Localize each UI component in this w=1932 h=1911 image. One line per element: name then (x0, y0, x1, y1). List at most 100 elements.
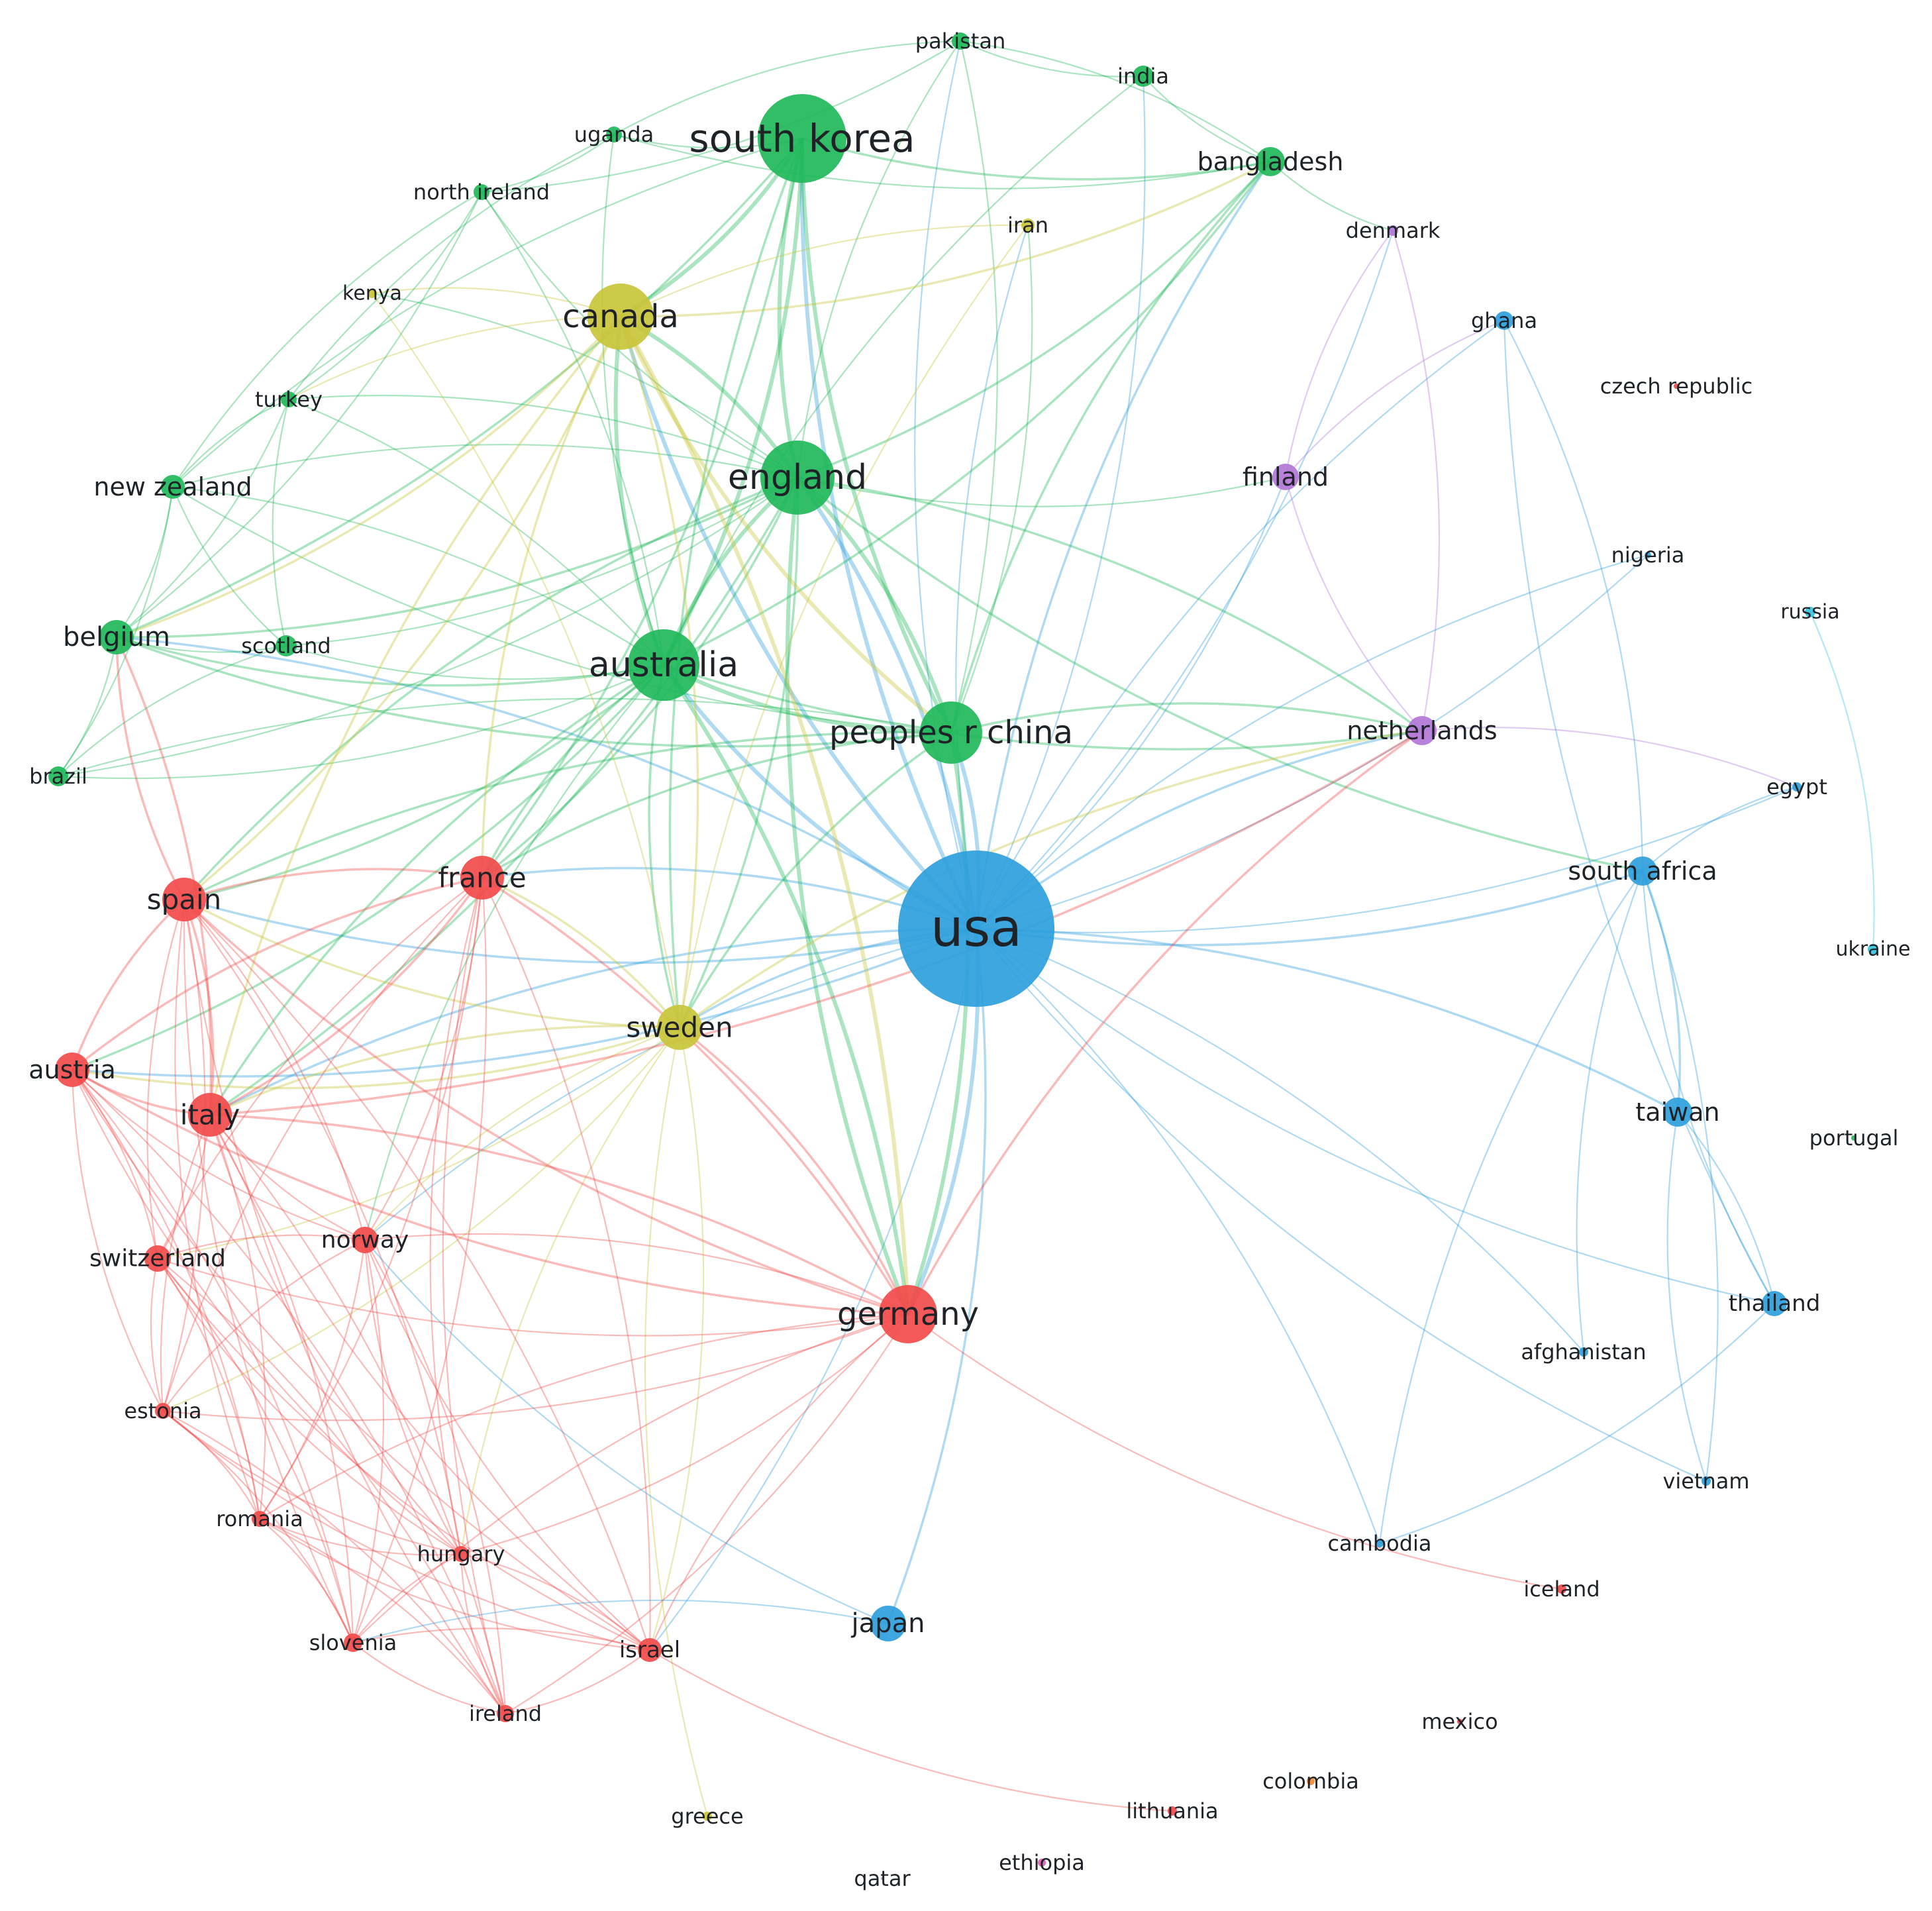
node-slovenia[interactable] (344, 1633, 362, 1652)
node-canada[interactable] (587, 284, 654, 350)
edge-norway-hungary (364, 1239, 462, 1555)
node-germany[interactable] (879, 1285, 937, 1343)
node-new-zealand[interactable] (161, 475, 185, 499)
node-taiwan[interactable] (1663, 1098, 1692, 1127)
node-russia[interactable] (1805, 607, 1815, 617)
node-belgium[interactable] (99, 620, 134, 654)
node-portugal[interactable] (1851, 1135, 1856, 1141)
node-egypt[interactable] (1792, 782, 1802, 792)
label-russia: russia (1780, 601, 1839, 624)
node-czech-republic[interactable] (1674, 384, 1679, 389)
edge-austria-israel (72, 1069, 650, 1651)
edge-france-spain (183, 868, 483, 901)
node-switzerland[interactable] (144, 1245, 171, 1272)
edge-estonia-ireland (162, 1410, 506, 1714)
node-england[interactable] (760, 440, 835, 515)
node-finland[interactable] (1272, 464, 1299, 490)
node-uganda[interactable] (606, 127, 622, 142)
edge-italy-norway (209, 1114, 366, 1241)
node-nigeria[interactable] (1645, 552, 1651, 558)
edge-germany-slovenia (352, 1313, 909, 1643)
node-netherlands[interactable] (1407, 716, 1437, 745)
node-norway[interactable] (352, 1227, 378, 1253)
label-greece: greece (671, 1804, 743, 1829)
node-scotland[interactable] (276, 635, 297, 656)
node-romania[interactable] (252, 1511, 268, 1527)
label-nigeria: nigeria (1611, 542, 1685, 568)
node-australia[interactable] (628, 629, 699, 701)
node-ireland[interactable] (497, 1705, 514, 1722)
edge-italy-hungary (209, 1114, 462, 1555)
node-italy[interactable] (188, 1093, 232, 1137)
node-mexico[interactable] (1457, 1719, 1462, 1724)
node-austria[interactable] (55, 1053, 89, 1087)
node-thailand[interactable] (1762, 1291, 1787, 1316)
edge-sweden-hungary (460, 1027, 680, 1555)
edge-nigeria-usa (976, 554, 1649, 929)
node-ghana[interactable] (1495, 311, 1513, 330)
edge-netherlands-denmark (1392, 230, 1441, 731)
node-afghanistan[interactable] (1579, 1347, 1588, 1357)
edge-canada-turkey (288, 315, 621, 400)
edge-england-peoples_r_china (795, 476, 953, 733)
label-belgium: belgium (63, 622, 170, 652)
node-israel[interactable] (638, 1638, 662, 1662)
edge-austria-norway (72, 1069, 366, 1241)
edge-peoples_r_china-bangladesh (950, 160, 1272, 733)
edge-england-turkey (288, 394, 798, 479)
edge-south_korea-australia (662, 138, 804, 666)
node-spain[interactable] (162, 878, 206, 921)
node-japan[interactable] (870, 1606, 906, 1641)
node-bangladesh[interactable] (1256, 147, 1285, 176)
edge-france-switzerland (157, 877, 483, 1259)
edge-usa-belgium (116, 636, 977, 930)
edge-usa-vietnam (976, 928, 1707, 1482)
label-switzerland: switzerland (89, 1245, 226, 1272)
node-brazil[interactable] (48, 766, 68, 786)
edge-france-romania (259, 877, 483, 1520)
edge-switzerland-israel (157, 1258, 650, 1651)
node-colombia[interactable] (1307, 1777, 1315, 1785)
node-iran[interactable] (1021, 219, 1035, 232)
label-ghana: ghana (1471, 308, 1537, 333)
node-iceland[interactable] (1557, 1584, 1566, 1594)
node-estonia[interactable] (155, 1403, 171, 1419)
edge-peoples_r_china-spain (183, 731, 952, 901)
node-india[interactable] (1133, 66, 1154, 87)
node-north-ireland[interactable] (474, 184, 489, 200)
node-pakistan[interactable] (952, 32, 969, 50)
edge-taiwan-vietnam (1666, 1111, 1707, 1482)
node-qatar[interactable] (881, 1877, 884, 1880)
node-ethiopia[interactable] (1038, 1859, 1046, 1867)
edge-south_africa-afghanistan (1576, 870, 1644, 1353)
label-czech-republic: czech republic (1600, 374, 1753, 399)
edge-england-north_ireland (481, 191, 798, 478)
node-vietnam[interactable] (1702, 1476, 1711, 1486)
node-kenya[interactable] (368, 289, 377, 298)
label-portugal: portugal (1809, 1125, 1899, 1151)
edge-france-hungary (429, 877, 483, 1555)
node-france[interactable] (460, 856, 504, 900)
edge-france-estonia (162, 877, 483, 1412)
edge-usa-thailand (976, 928, 1775, 1305)
node-sweden[interactable] (657, 1005, 702, 1050)
edge-scotland-brazil (58, 645, 287, 777)
edge-spain-estonia (162, 899, 206, 1412)
node-peoples-r-china[interactable] (920, 701, 982, 764)
node-south-africa[interactable] (1628, 856, 1657, 886)
node-south-korea[interactable] (758, 94, 846, 183)
node-ukraine[interactable] (1868, 944, 1878, 955)
node-usa[interactable] (898, 851, 1054, 1007)
label-south-korea: south korea (689, 116, 915, 161)
node-hungary[interactable] (453, 1546, 469, 1562)
node-greece[interactable] (703, 1812, 712, 1821)
node-denmark[interactable] (1388, 225, 1398, 236)
node-lithuania[interactable] (1168, 1806, 1177, 1816)
node-cambodia[interactable] (1376, 1539, 1384, 1547)
edge-england-germany (785, 477, 910, 1316)
edge-usa-austria (72, 927, 977, 1078)
edge-france-norway (364, 877, 483, 1241)
node-turkey[interactable] (281, 391, 297, 407)
edge-spain-slovenia (183, 899, 354, 1643)
edge-australia-new_zealand (172, 486, 664, 666)
